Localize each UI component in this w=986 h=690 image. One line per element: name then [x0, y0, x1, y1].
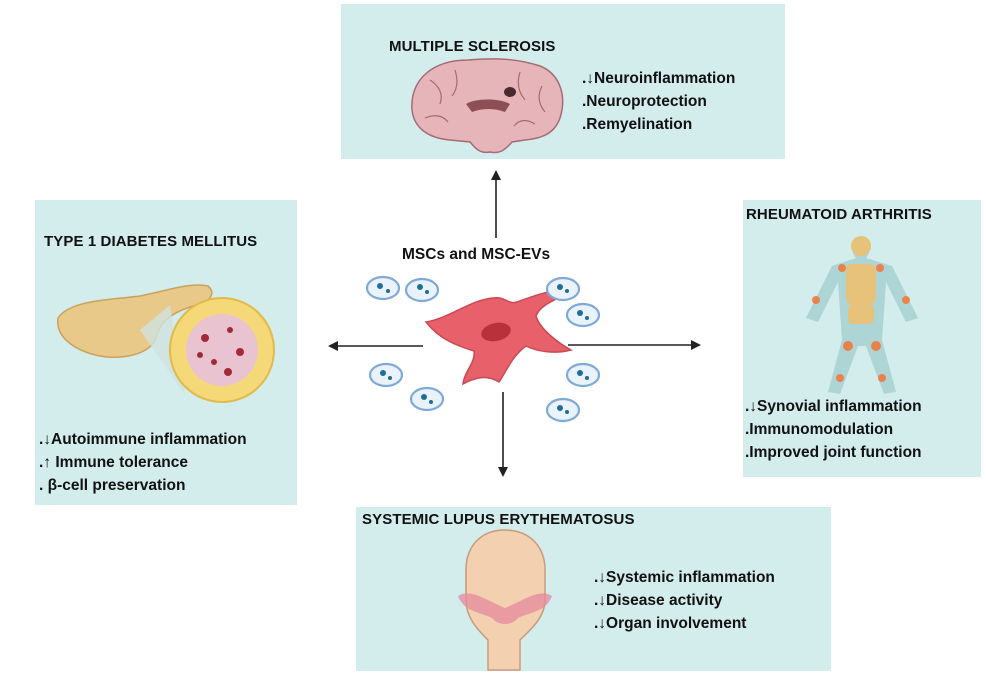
bullet-immunomodulation: .Immunomodulation	[745, 421, 894, 438]
panel-multiple-sclerosis: MULTIPLE SCLEROSIS .↓Neuroinflammation .…	[341, 4, 785, 159]
pancreatic-islet	[169, 297, 275, 403]
bullet-disease-activity: .↓Disease activity	[594, 592, 723, 609]
head-illustration	[458, 529, 552, 671]
panel-title-sle: SYSTEMIC LUPUS ERYTHEMATOSUS	[362, 511, 635, 528]
panel-title-ms: MULTIPLE SCLEROSIS	[389, 38, 556, 55]
bullet-immune-tolerance: .↑ Immune tolerance	[39, 454, 189, 471]
bullet-synovial-inflammation: .↓Synovial inflammation	[745, 398, 922, 415]
panel-systemic-lupus: SYSTEMIC LUPUS ERYTHEMATOSUS .↓Systemic …	[356, 507, 831, 671]
ms-bullets: .↓Neuroinflammation .Neuroprotection .Re…	[582, 67, 735, 136]
bullet-neuroprotection: .Neuroprotection	[582, 93, 707, 110]
bullet-neuroinflammation: .↓Neuroinflammation	[582, 70, 736, 87]
ra-bullets: .↓Synovial inflammation .Immunomodulatio…	[745, 395, 922, 464]
sle-bullets: .↓Systemic inflammation .↓Disease activi…	[594, 566, 775, 635]
t1d-bullets: .↓Autoimmune inflammation .↑ Immune tole…	[39, 428, 247, 497]
panel-title-t1d: TYPE 1 DIABETES MELLITUS	[44, 233, 258, 250]
msc-cell-icon	[424, 290, 574, 386]
vesicle-cargo	[377, 283, 589, 414]
brain-illustration	[411, 58, 564, 154]
bullet-organ-involvement: .↓Organ involvement	[594, 615, 747, 632]
bullet-systemic-inflammation: .↓Systemic inflammation	[594, 569, 775, 586]
skeleton-illustration	[806, 236, 918, 394]
bullet-improved-joint-function: .Improved joint function	[745, 444, 922, 461]
extracellular-vesicle-icon	[365, 275, 601, 423]
bullet-remyelination: .Remyelination	[582, 116, 693, 133]
center-title: MSCs and MSC-EVs	[402, 246, 551, 263]
panel-title-ra: RHEUMATOID ARTHRITIS	[746, 206, 932, 223]
bullet-beta-cell-preservation: . β-cell preservation	[39, 477, 186, 494]
bullet-autoimmune-inflammation: .↓Autoimmune inflammation	[39, 431, 247, 448]
